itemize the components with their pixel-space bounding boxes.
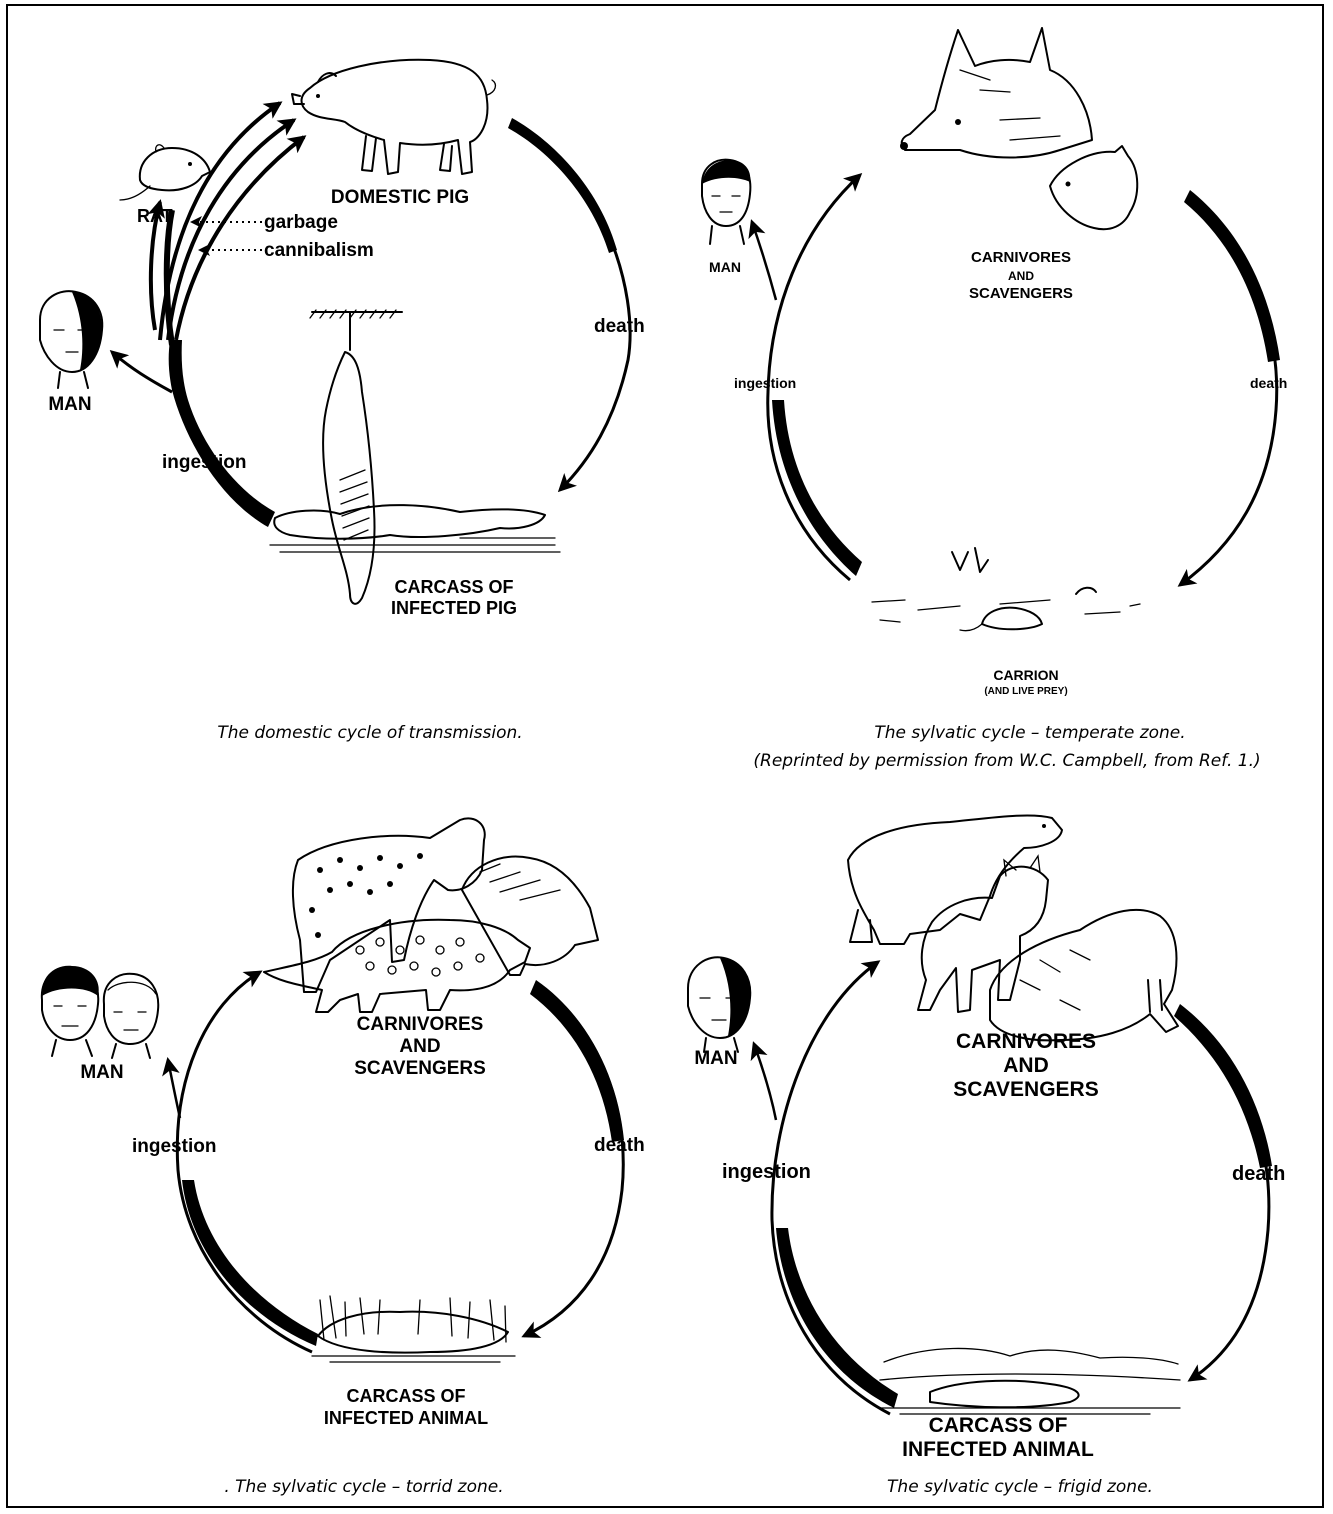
arrow-to-man bbox=[750, 1041, 778, 1121]
arrow-to-man bbox=[748, 219, 778, 301]
ingestion-label: ingestion bbox=[722, 1161, 811, 1183]
rat-label: RAT bbox=[137, 206, 173, 226]
death-label: death bbox=[594, 316, 645, 337]
torrid-caption: . The sylvatic cycle – torrid zone. bbox=[224, 1477, 503, 1497]
carnivores-label-line2: AND bbox=[1008, 269, 1034, 283]
ingestion-arc-thick bbox=[182, 1180, 318, 1346]
arrow-to-pig-2 bbox=[166, 118, 297, 341]
man-face-icon bbox=[39, 290, 104, 389]
panel-torrid: CARNIVORES AND SCAVENGERS MAN ingestion … bbox=[40, 817, 645, 1497]
man-label: MAN bbox=[709, 259, 741, 275]
cannibalism-label: cannibalism bbox=[264, 240, 374, 261]
carnivores-label-line1: CARNIVORES bbox=[971, 249, 1071, 266]
death-label: death bbox=[1232, 1163, 1285, 1185]
panel-domestic: DOMESTIC PIG RAT garbage cannibalism MAN… bbox=[39, 58, 645, 743]
carrion-label-line1: CARRION bbox=[993, 667, 1058, 683]
civet-illustration bbox=[461, 855, 599, 976]
arrow-to-rat bbox=[147, 199, 165, 331]
ingestion-label: ingestion bbox=[162, 452, 246, 473]
man-label: MAN bbox=[80, 1062, 123, 1083]
rat-illustration bbox=[119, 144, 211, 201]
walrus-illustration bbox=[989, 908, 1179, 1042]
man-label: MAN bbox=[694, 1048, 737, 1069]
infected-animal-carcass-illustration bbox=[879, 1347, 1181, 1415]
hyena-illustration bbox=[291, 817, 486, 993]
man-face-icon bbox=[701, 158, 752, 245]
ingestion-arc bbox=[175, 970, 313, 1354]
ingestion-arc bbox=[770, 960, 891, 1416]
death-label: death bbox=[1250, 375, 1287, 391]
leopard-illustration bbox=[263, 918, 531, 1013]
carcass-label-line2: INFECTED PIG bbox=[391, 598, 517, 618]
garbage-label: garbage bbox=[264, 212, 338, 233]
figure-frame bbox=[6, 4, 1324, 1508]
ingestion-label: ingestion bbox=[132, 1136, 216, 1157]
death-arc-thick bbox=[508, 118, 617, 253]
carcass-label-line1: CARCASS OF bbox=[929, 1414, 1068, 1437]
carcass-label-line2: INFECTED ANIMAL bbox=[324, 1408, 488, 1428]
carnivores-label-line2: AND bbox=[399, 1036, 440, 1057]
temperate-caption: The sylvatic cycle – temperate zone. bbox=[874, 723, 1185, 743]
ingestion-arc-thick bbox=[772, 400, 862, 576]
carrion-label-line2: (AND LIVE PREY) bbox=[984, 686, 1067, 697]
carnivores-label-line3: SCAVENGERS bbox=[969, 285, 1073, 302]
arrow-to-man bbox=[109, 350, 173, 394]
carnivores-label-line3: SCAVENGERS bbox=[953, 1078, 1098, 1101]
death-arc-thick bbox=[1174, 1004, 1272, 1168]
ingestion-arc-thick bbox=[776, 1228, 898, 1408]
man-label: MAN bbox=[48, 394, 91, 415]
arrow-to-pig-3 bbox=[174, 135, 307, 341]
domestic-pig-illustration bbox=[291, 58, 497, 175]
leopard-rosettes bbox=[355, 935, 485, 977]
arrow-to-pig-1 bbox=[158, 101, 283, 341]
domestic-pig-label: DOMESTIC PIG bbox=[331, 187, 469, 208]
domestic-caption: The domestic cycle of transmission. bbox=[217, 723, 522, 743]
arctic-fox-illustration bbox=[917, 854, 1049, 1013]
carnivores-label-line2: AND bbox=[1003, 1054, 1049, 1077]
carcass-label-line1: CARCASS OF bbox=[394, 577, 513, 597]
infected-pig-carcass-illustration bbox=[269, 309, 561, 605]
frigid-caption: The sylvatic cycle – frigid zone. bbox=[887, 1477, 1153, 1497]
ingestion-arc-thick bbox=[168, 340, 275, 527]
reprint-credit-caption: (Reprinted by permission from W.C. Campb… bbox=[753, 751, 1260, 771]
carnivores-label-line1: CARNIVORES bbox=[956, 1030, 1096, 1053]
ingestion-arc bbox=[766, 172, 863, 582]
death-label: death bbox=[594, 1135, 645, 1156]
ingestion-label: ingestion bbox=[734, 375, 796, 391]
polar-bear-illustration bbox=[847, 814, 1063, 945]
death-arc-thick bbox=[1184, 190, 1280, 362]
hyena-spots bbox=[309, 853, 423, 938]
man-face-icon bbox=[687, 956, 752, 1053]
death-arc-thick bbox=[530, 980, 624, 1142]
carnivores-label-line3: SCAVENGERS bbox=[354, 1058, 486, 1079]
carcass-label-line1: CARCASS OF bbox=[346, 1386, 465, 1406]
arrow-to-man bbox=[162, 1057, 182, 1119]
fox-illustration bbox=[900, 27, 1093, 159]
carcass-label-line2: INFECTED ANIMAL bbox=[902, 1438, 1094, 1461]
two-men-faces-icon bbox=[40, 965, 160, 1059]
panel-frigid: CARNIVORES AND SCAVENGERS MAN ingestion … bbox=[687, 814, 1285, 1497]
panel-temperate: CARNIVORES AND SCAVENGERS MAN ingestion … bbox=[701, 27, 1287, 771]
carnivores-label-line1: CARNIVORES bbox=[357, 1014, 484, 1035]
marten-illustration bbox=[1049, 145, 1139, 231]
infected-animal-carcass-illustration bbox=[311, 1295, 516, 1363]
carrion-illustration bbox=[871, 547, 1141, 632]
